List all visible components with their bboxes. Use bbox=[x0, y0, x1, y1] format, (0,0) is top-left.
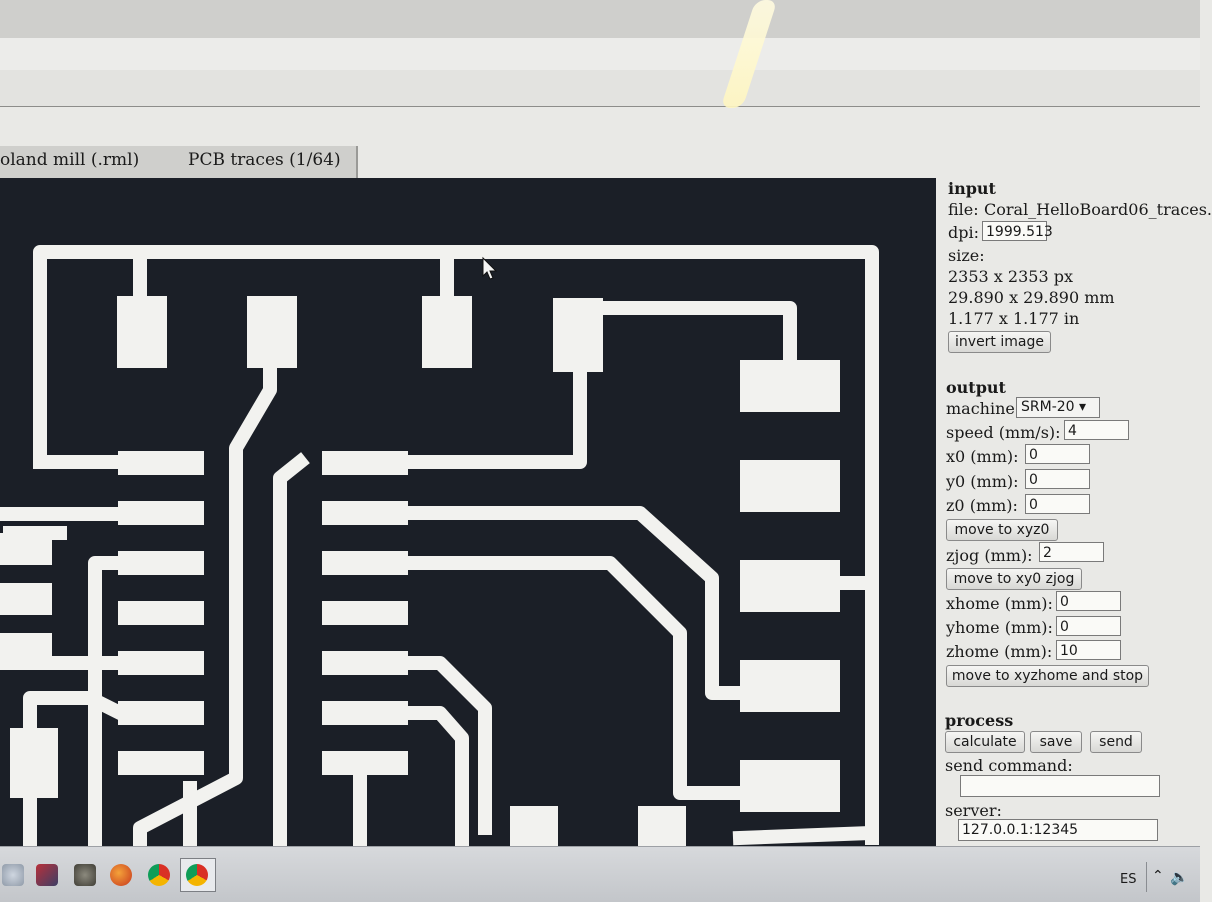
server-label: server: bbox=[945, 801, 1002, 820]
taskbar-divider bbox=[1146, 862, 1147, 892]
size-mm: 29.890 x 29.890 mm bbox=[948, 288, 1115, 307]
move-to-xy0-zjog-button[interactable]: move to xy0 zjog bbox=[946, 568, 1082, 590]
x0-input[interactable]: 0 bbox=[1025, 444, 1090, 464]
file-name: Coral_HelloBoard06_traces. bbox=[984, 200, 1212, 219]
files-icon[interactable] bbox=[36, 864, 58, 886]
process-heading: process bbox=[945, 711, 1014, 730]
zhome-input[interactable]: 10 bbox=[1056, 640, 1121, 660]
move-to-xyzhome-button[interactable]: move to xyzhome and stop bbox=[946, 665, 1149, 687]
z0-input[interactable]: 0 bbox=[1025, 494, 1090, 514]
zjog-input[interactable]: 2 bbox=[1039, 542, 1104, 562]
browser-toolbar bbox=[0, 38, 1200, 71]
browser-title-bar bbox=[0, 0, 1200, 39]
size-in: 1.177 x 1.177 in bbox=[948, 309, 1080, 328]
chrome-icon[interactable] bbox=[148, 864, 170, 886]
send-command-label: send command: bbox=[945, 756, 1073, 775]
yhome-input[interactable]: 0 bbox=[1056, 616, 1121, 636]
zjog-label: zjog (mm): bbox=[946, 546, 1033, 565]
y0-label: y0 (mm): bbox=[946, 472, 1019, 491]
output-heading: output bbox=[946, 378, 1006, 397]
gimp-icon[interactable] bbox=[74, 864, 96, 886]
send-command-input[interactable] bbox=[960, 775, 1160, 797]
tab-pcb-traces[interactable]: PCB traces (1/64) bbox=[188, 150, 341, 170]
send-button[interactable]: send bbox=[1090, 731, 1142, 753]
yhome-label: yhome (mm): bbox=[946, 618, 1053, 637]
file-label: file: bbox=[948, 200, 979, 219]
show-hidden-icons-icon[interactable]: ⌃ bbox=[1152, 868, 1164, 884]
size-label: size: bbox=[948, 246, 985, 265]
server-input[interactable]: 127.0.0.1:12345 bbox=[958, 819, 1158, 841]
move-to-xyz0-button[interactable]: move to xyz0 bbox=[946, 519, 1058, 541]
language-indicator[interactable]: ES bbox=[1120, 872, 1137, 887]
machine-select[interactable]: SRM-20 ▾ bbox=[1016, 397, 1100, 418]
y0-input[interactable]: 0 bbox=[1025, 469, 1090, 489]
xhome-label: xhome (mm): bbox=[946, 594, 1053, 613]
machine-label: machine bbox=[946, 399, 1015, 418]
tab-strip bbox=[0, 146, 358, 180]
zhome-label: zhome (mm): bbox=[946, 642, 1053, 661]
z0-label: z0 (mm): bbox=[946, 496, 1018, 515]
browser-bookmarks-bar bbox=[0, 70, 1200, 107]
tab-roland-mill[interactable]: oland mill (.rml) bbox=[0, 150, 140, 170]
control-panel: input file: Coral_HelloBoard06_traces. d… bbox=[944, 178, 1212, 846]
speed-label: speed (mm/s): bbox=[946, 423, 1061, 442]
volume-icon[interactable]: 🔈 bbox=[1170, 868, 1189, 886]
firefox-icon[interactable] bbox=[110, 864, 132, 886]
speed-input[interactable]: 4 bbox=[1064, 420, 1129, 440]
x0-label: x0 (mm): bbox=[946, 447, 1019, 466]
mouse-cursor-icon bbox=[482, 256, 498, 280]
dpi-input[interactable]: 1999.513 bbox=[982, 221, 1053, 241]
pcb-trace-preview bbox=[0, 178, 936, 853]
chrome-active-icon[interactable] bbox=[186, 864, 208, 886]
calculate-button[interactable]: calculate bbox=[945, 731, 1025, 753]
windows-explorer-icon[interactable] bbox=[2, 864, 24, 886]
xhome-input[interactable]: 0 bbox=[1056, 591, 1121, 611]
invert-image-button[interactable]: invert image bbox=[948, 331, 1051, 353]
save-button[interactable]: save bbox=[1030, 731, 1082, 753]
size-px: 2353 x 2353 px bbox=[948, 267, 1073, 286]
input-heading: input bbox=[948, 179, 996, 198]
dpi-label: dpi: bbox=[948, 223, 979, 242]
